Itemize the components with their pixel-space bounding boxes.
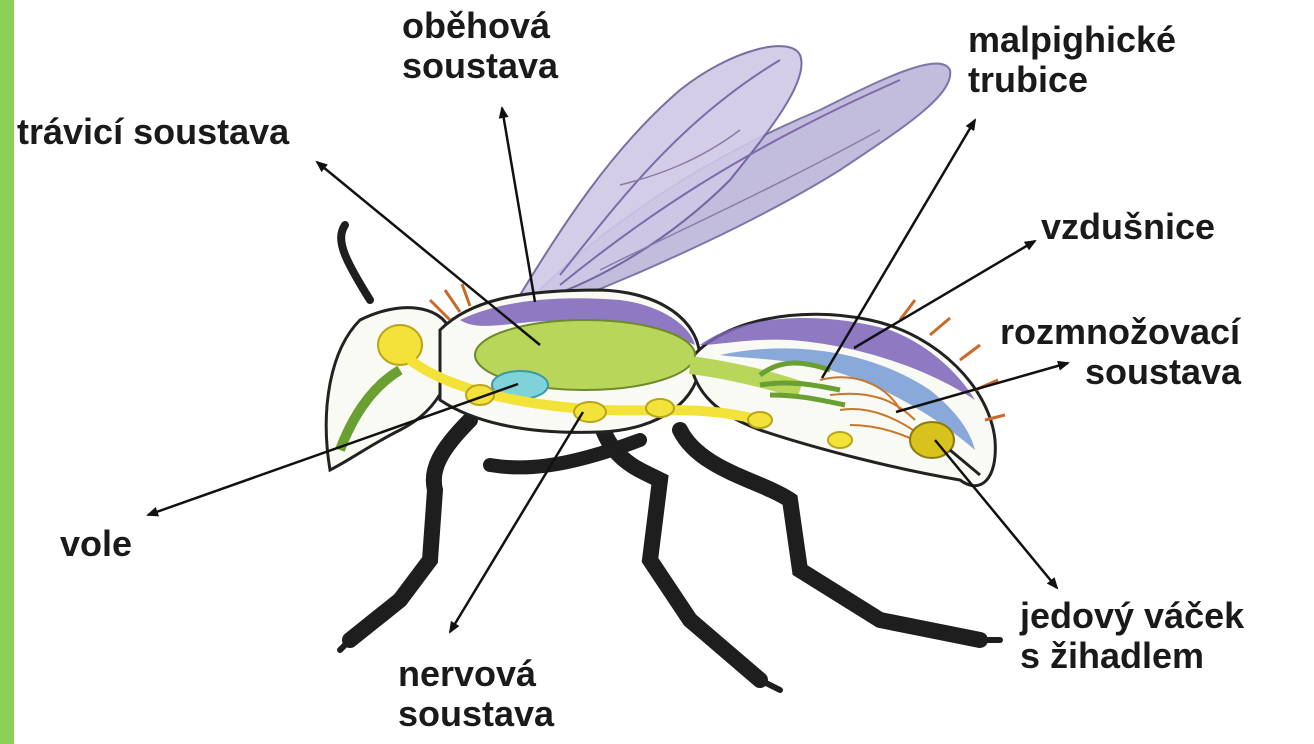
label-rozmnozovaci-line1: rozmnožovací: [1000, 312, 1241, 352]
label-vzdusnice-line1: vzdušnice: [1041, 207, 1215, 247]
label-obehova-soustava: oběhová soustava: [402, 6, 558, 86]
arrow-nervova: [450, 412, 583, 632]
label-obehova-line2: soustava: [402, 46, 558, 86]
wings: [520, 46, 950, 305]
label-nervova-line2: soustava: [398, 694, 554, 734]
label-jedovy-line2: s žihadlem: [1020, 636, 1244, 676]
label-nervova-soustava: nervová soustava: [398, 654, 554, 734]
arrow-obehova: [502, 108, 535, 302]
label-nervova-line1: nervová: [398, 654, 554, 694]
label-vzdusnice: vzdušnice: [1041, 207, 1215, 247]
antenna: [341, 225, 370, 300]
label-malpighicke-line1: malpighické: [968, 20, 1176, 60]
middle-leg: [600, 420, 760, 680]
label-rozmnozovaci-line2: soustava: [1000, 352, 1241, 392]
front-leg: [350, 420, 470, 640]
venom-sac: [910, 422, 954, 458]
label-jedovy-line1: jedový váček: [1020, 596, 1244, 636]
label-rozmnozovaci-soustava: rozmnožovací soustava: [1000, 312, 1241, 392]
label-travici-soustava: trávicí soustava: [17, 112, 289, 152]
arrow-jedovy: [935, 440, 1057, 588]
label-vole-line1: vole: [60, 524, 132, 564]
label-obehova-line1: oběhová: [402, 6, 558, 46]
label-vole: vole: [60, 524, 132, 564]
label-malpighicke-trubice: malpighické trubice: [968, 20, 1176, 100]
label-malpighicke-line2: trubice: [968, 60, 1176, 100]
label-jedovy-vacek: jedový váček s žihadlem: [1020, 596, 1244, 676]
label-travici-line1: trávicí soustava: [17, 112, 289, 152]
